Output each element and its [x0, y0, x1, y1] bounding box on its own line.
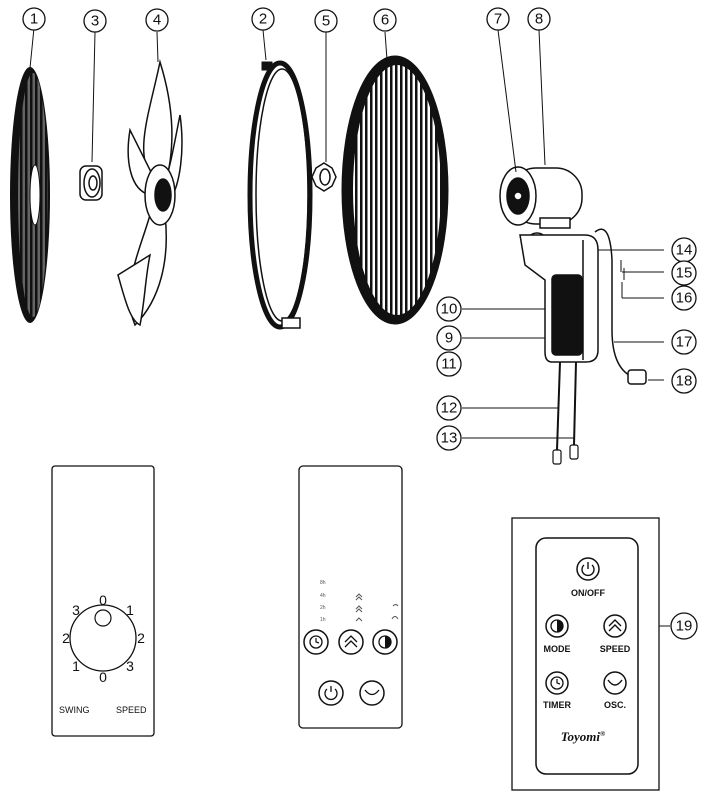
rear-grille-nut: [311, 162, 337, 192]
svg-text:16: 16: [676, 290, 693, 307]
svg-text:5: 5: [322, 13, 330, 30]
svg-text:15: 15: [676, 265, 693, 282]
callout-14: 14: [671, 237, 697, 263]
svg-text:1: 1: [30, 11, 38, 28]
timer-icon: [550, 676, 564, 690]
remote-onoff-label: ON/OFF: [571, 588, 605, 598]
callout-4: 4: [145, 8, 169, 32]
timer-level-2h: 2h: [320, 605, 326, 611]
fan-blade: [117, 59, 183, 327]
dial-control-panel: 0 3 1 2 2 1 0 3 SWING SPEED: [51, 465, 155, 737]
dial-mark-top-left: 3: [72, 602, 80, 618]
speed-icon: [344, 635, 358, 648]
remote-oscillation-button[interactable]: [603, 671, 627, 695]
clamp-ring: [247, 60, 313, 330]
timer-level-8h: 8h: [320, 580, 326, 586]
oscillation-icon: [607, 679, 623, 686]
callout-16: 16: [671, 285, 697, 311]
svg-text:13: 13: [441, 430, 458, 447]
callout-13: 13: [436, 425, 462, 451]
callout-8: 8: [527, 7, 551, 31]
remote-speed-button[interactable]: [603, 614, 627, 638]
svg-text:9: 9: [445, 330, 453, 347]
svg-text:19: 19: [676, 618, 693, 635]
dial-mark-left: 2: [62, 630, 70, 646]
remote-control: ON/OFF MODE SPEED TIMER OSC. Toyomi®: [535, 537, 639, 775]
touch-power-button[interactable]: [318, 680, 344, 706]
pull-cord: [594, 228, 647, 385]
remote-brand-logo: Toyomi®: [561, 729, 606, 744]
svg-text:12: 12: [441, 400, 458, 417]
mode-indicator-icon: [391, 604, 399, 620]
remote-osc-label: OSC.: [604, 700, 626, 710]
front-grille: [10, 67, 50, 323]
svg-text:14: 14: [676, 242, 693, 259]
svg-text:17: 17: [676, 334, 693, 351]
svg-text:2: 2: [259, 11, 267, 28]
remote-mode-button[interactable]: [545, 614, 569, 638]
remote-mode-label: MODE: [544, 644, 571, 654]
callout-2: 2: [251, 7, 275, 31]
touch-timer-button[interactable]: [303, 629, 329, 655]
swing-label: SWING: [59, 705, 90, 715]
dial-indicator: [94, 609, 112, 627]
callout-12: 12: [436, 395, 462, 421]
callout-9: 9: [436, 325, 462, 351]
speed-label: SPEED: [116, 705, 147, 715]
remote-power-button[interactable]: [576, 557, 600, 581]
dial-mark-bottom-right: 3: [126, 658, 134, 674]
svg-text:6: 6: [381, 12, 389, 29]
remote-timer-button[interactable]: [545, 671, 569, 695]
callout-17: 17: [671, 329, 697, 355]
dial-mark-top-right: 1: [126, 602, 134, 618]
touch-speed-button[interactable]: [338, 629, 364, 655]
power-icon: [324, 686, 338, 701]
callout-6: 6: [373, 8, 397, 32]
svg-text:18: 18: [676, 373, 693, 390]
callout-1: 1: [22, 7, 46, 31]
touch-mode-button[interactable]: [372, 629, 398, 655]
dial-mark-right: 2: [137, 630, 145, 646]
rear-grille: [341, 55, 449, 325]
touch-oscillation-button[interactable]: [359, 680, 385, 706]
callout-15: 15: [671, 260, 697, 286]
dial-mark-bottom-left: 1: [72, 658, 80, 674]
callout-18: 18: [671, 368, 697, 394]
svg-text:8: 8: [535, 11, 543, 28]
svg-text:4: 4: [153, 12, 161, 29]
callout-5: 5: [314, 9, 338, 33]
touch-control-panel: 8h 4h 2h 1h: [298, 465, 403, 729]
timer-icon: [309, 635, 323, 649]
speed-icon: [608, 619, 622, 632]
dial-mark-top: 0: [99, 592, 107, 608]
svg-text:11: 11: [441, 356, 457, 373]
oscillation-icon: [364, 689, 380, 696]
timer-level-1h: 1h: [320, 617, 326, 623]
remote-speed-label: SPEED: [600, 644, 631, 654]
callout-19: 19: [670, 612, 698, 640]
dial-mark-bottom: 0: [99, 669, 107, 685]
callout-3: 3: [83, 9, 107, 33]
mode-icon: [557, 620, 563, 632]
speed-indicator-icon: [355, 593, 363, 622]
remote-timer-label: TIMER: [543, 700, 571, 710]
motor-housing: [499, 166, 583, 229]
power-cables: [552, 361, 579, 465]
wall-bracket: [519, 232, 599, 363]
svg-text:7: 7: [494, 11, 502, 28]
control-dial[interactable]: [69, 604, 137, 672]
svg-text:10: 10: [441, 301, 458, 318]
callout-10: 10: [436, 296, 462, 322]
svg-text:3: 3: [91, 13, 99, 30]
callout-7: 7: [486, 7, 510, 31]
mode-icon: [385, 636, 391, 648]
callout-11: 11: [436, 351, 462, 377]
power-icon: [581, 562, 595, 577]
spinner-nut: [79, 165, 103, 201]
timer-level-4h: 4h: [320, 593, 326, 599]
